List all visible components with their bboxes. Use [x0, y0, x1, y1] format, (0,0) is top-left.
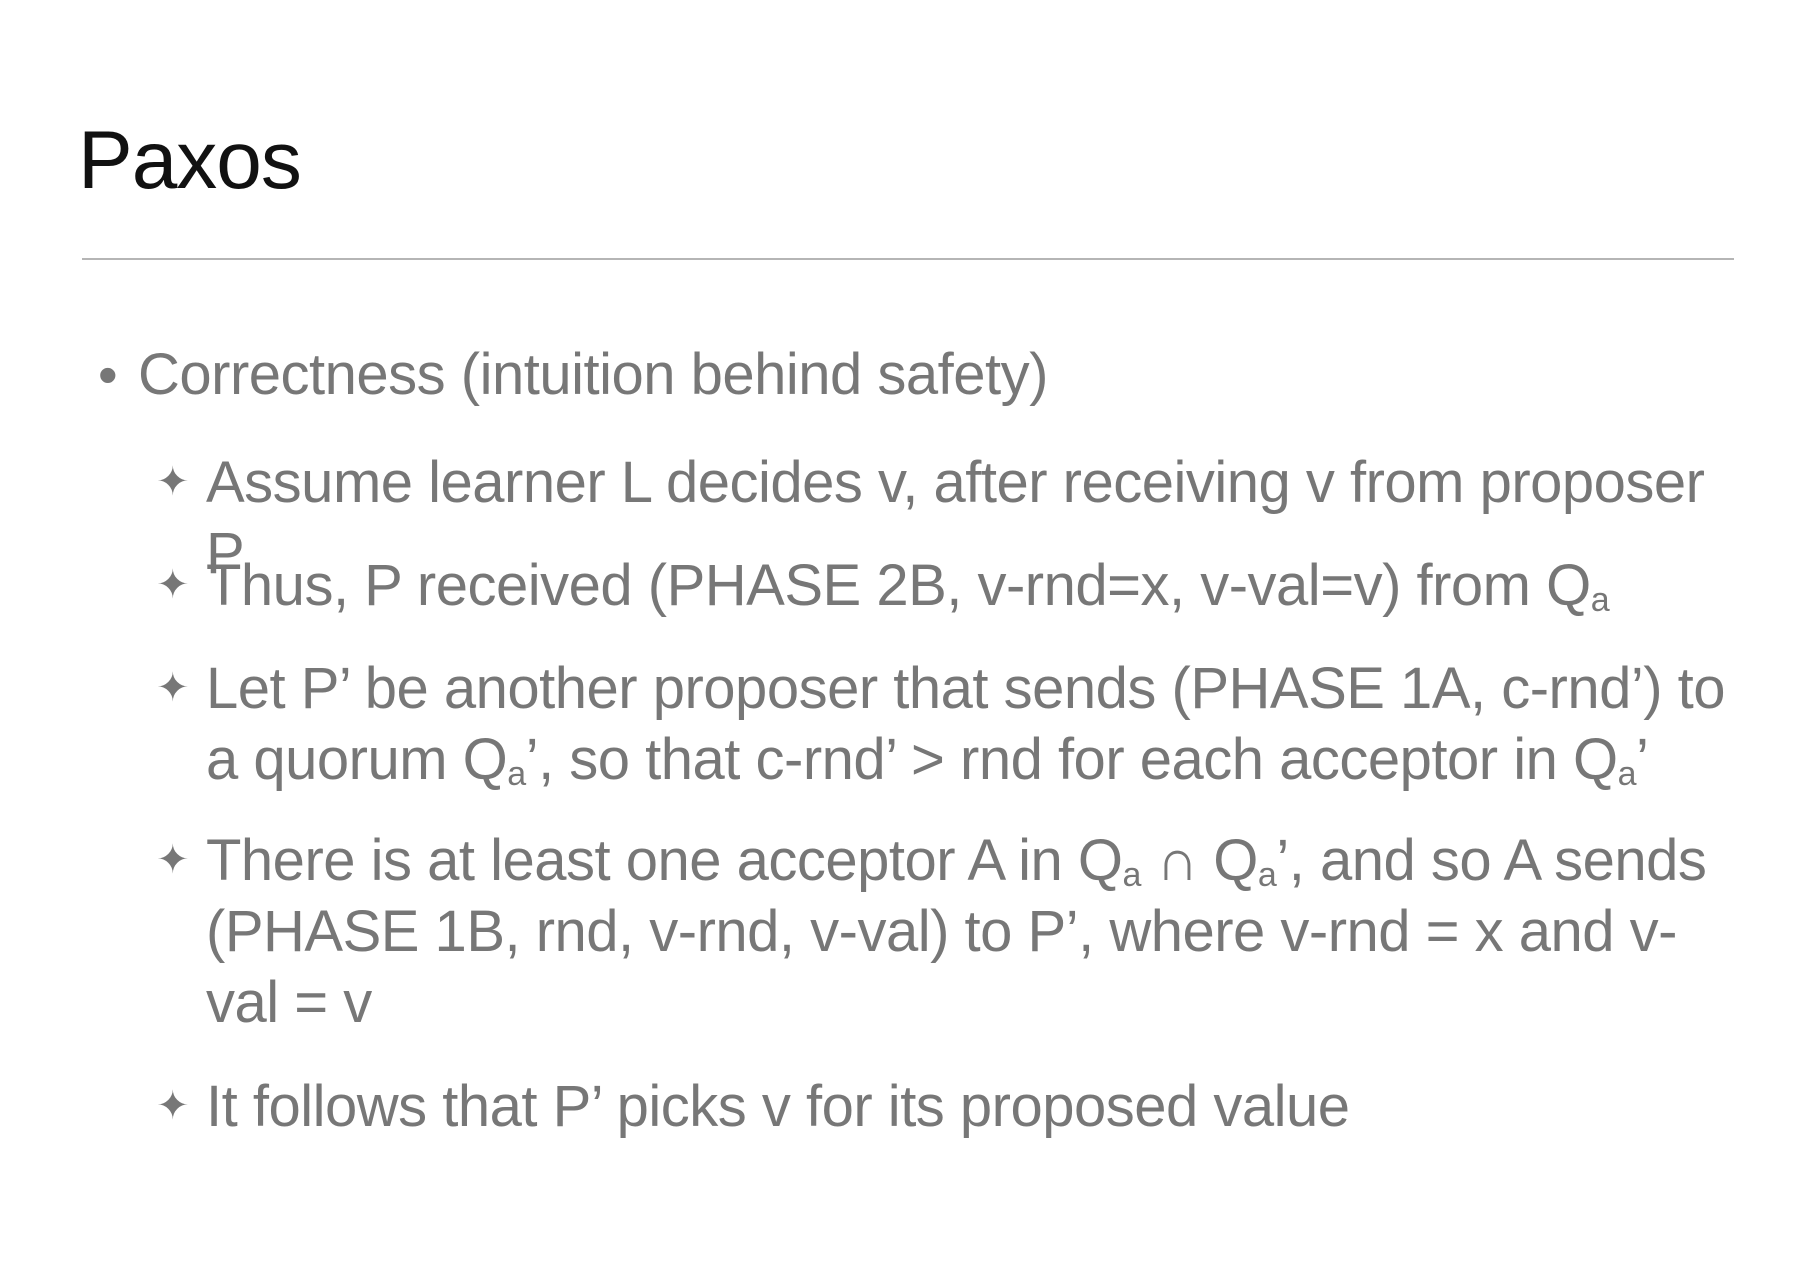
star-bullet-icon: ✦: [156, 666, 190, 710]
star-bullet-icon: ✦: [156, 563, 190, 607]
title-divider: [82, 258, 1734, 260]
subscript-a: a: [1257, 856, 1277, 894]
sub-bullet-another-proposer: ✦ Let P’ be another proposer that sends …: [156, 653, 1746, 795]
sub-bullet-phase-2b: ✦ Thus, P received (PHASE 2B, v-rnd=x, v…: [156, 550, 1746, 621]
subscript-a: a: [1122, 856, 1141, 894]
sub-bullet-text: Assume learner L decides v, after receiv…: [206, 450, 1705, 586]
star-bullet-icon: ✦: [156, 460, 190, 504]
subscript-a: a: [1617, 755, 1637, 793]
sub-bullet-assume-learner: ✦ Assume learner L decides v, after rece…: [156, 447, 1746, 589]
slide-title: Paxos: [78, 115, 302, 206]
bullet-text: Correctness (intuition behind safety): [138, 342, 1048, 407]
sub-bullet-conclusion: ✦ It follows that P’ picks v for its pro…: [156, 1071, 1746, 1142]
sub-bullet-text: There is at least one acceptor A in Qa ∩…: [206, 828, 1707, 1035]
sub-bullet-acceptor-intersection: ✦ There is at least one acceptor A in Qa…: [156, 825, 1746, 1038]
subscript-a: a: [1590, 581, 1610, 619]
bullet-correctness: • Correctness (intuition behind safety): [98, 339, 1048, 410]
sub-bullet-text: Let P’ be another proposer that sends (P…: [206, 656, 1726, 793]
sub-bullet-text: It follows that P’ picks v for its propo…: [206, 1074, 1350, 1139]
sub-bullet-text: Thus, P received (PHASE 2B, v-rnd=x, v-v…: [206, 553, 1610, 619]
star-bullet-icon: ✦: [156, 1084, 190, 1128]
subscript-a: a: [507, 755, 526, 793]
star-bullet-icon: ✦: [156, 838, 190, 882]
bullet-dot-icon: •: [98, 343, 118, 406]
